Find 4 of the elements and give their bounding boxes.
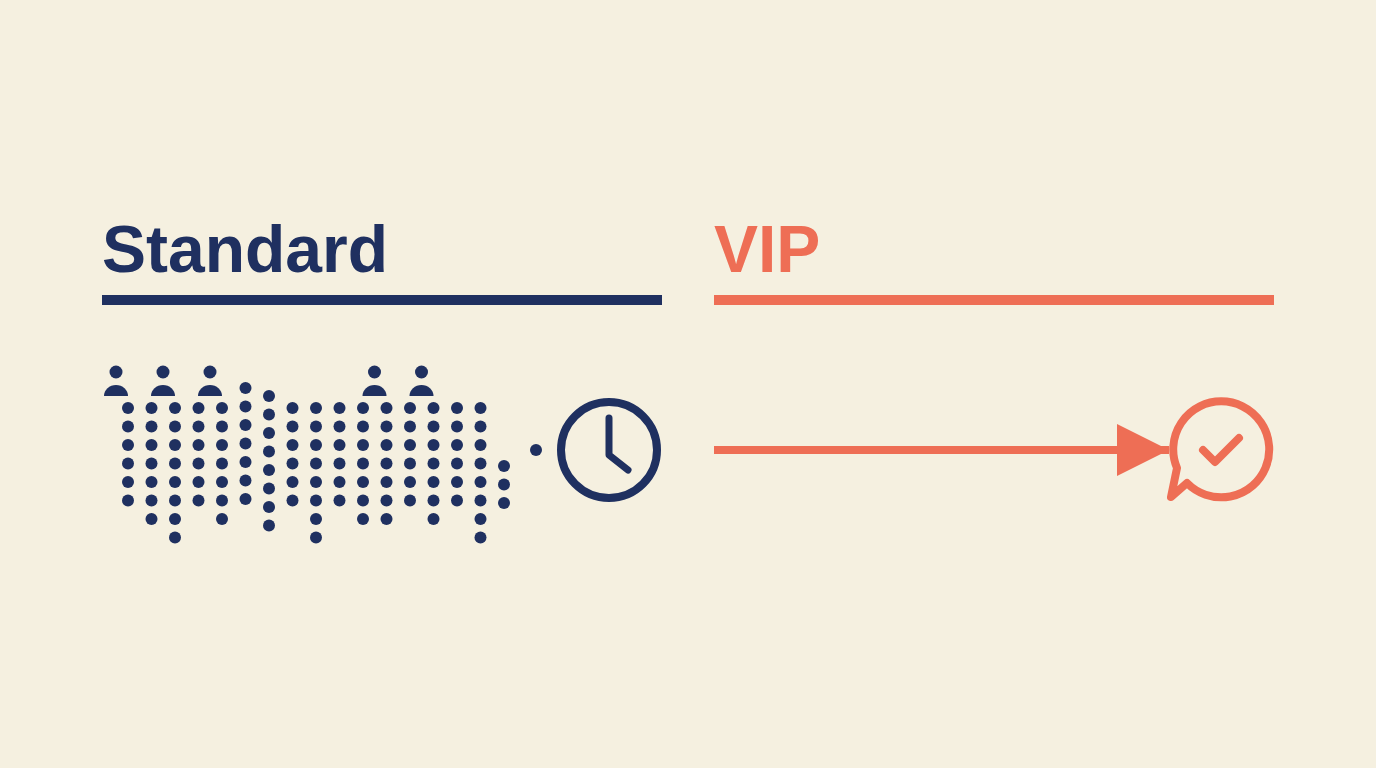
speech-bubble-check-icon — [1167, 397, 1274, 502]
column-heading: VIP — [714, 216, 821, 282]
clock-icon — [557, 398, 661, 502]
column-heading: Standard — [102, 216, 389, 282]
